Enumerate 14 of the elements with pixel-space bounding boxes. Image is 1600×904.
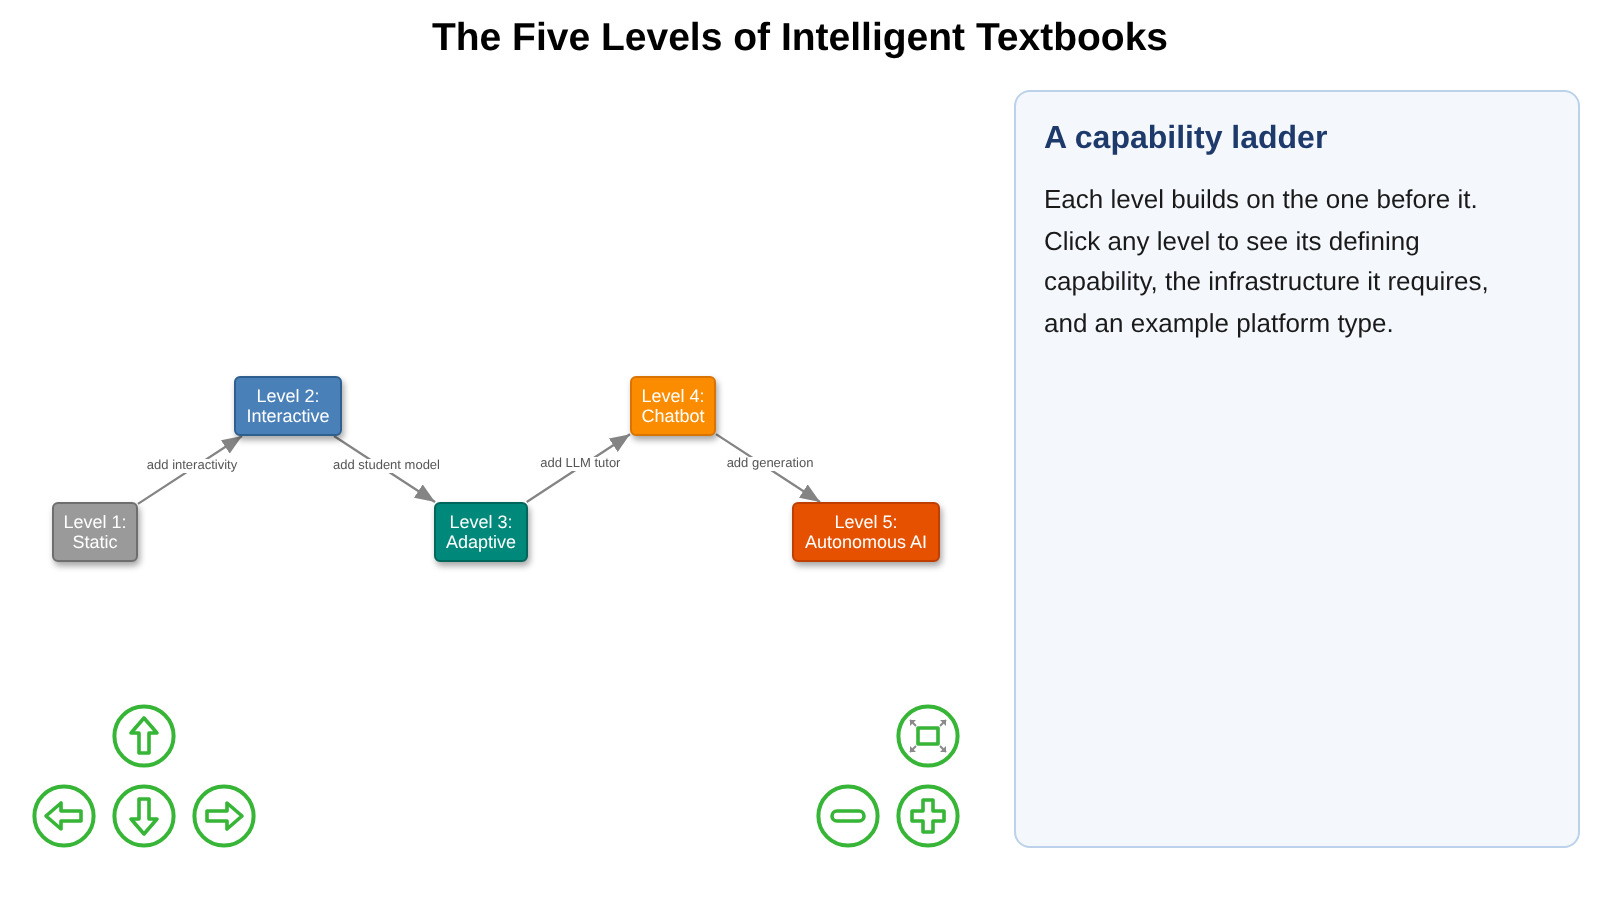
diagram-title: The Five Levels of Intelligent Textbooks (431, 16, 1169, 60)
level-box (52, 502, 138, 562)
level-label: Level 2: Interactive (244, 386, 332, 426)
level-box (434, 502, 528, 562)
level-label: Level 1: Static (61, 512, 129, 552)
level-box (234, 376, 342, 436)
info-panel (1014, 90, 1580, 848)
panel-description: Each level builds on the one before it. Click any level to see its defining capability, the infrastructure it requires, and an example platform type. (1044, 182, 1491, 342)
panel-heading: A capability ladder (1044, 120, 1328, 158)
level-label: Level 3: Adaptive (443, 512, 519, 552)
level-box (792, 502, 940, 562)
level-label: Level 4: Chatbot (639, 386, 707, 426)
level-box (630, 376, 716, 436)
level-label: Level 5: Autonomous AI (802, 512, 930, 552)
